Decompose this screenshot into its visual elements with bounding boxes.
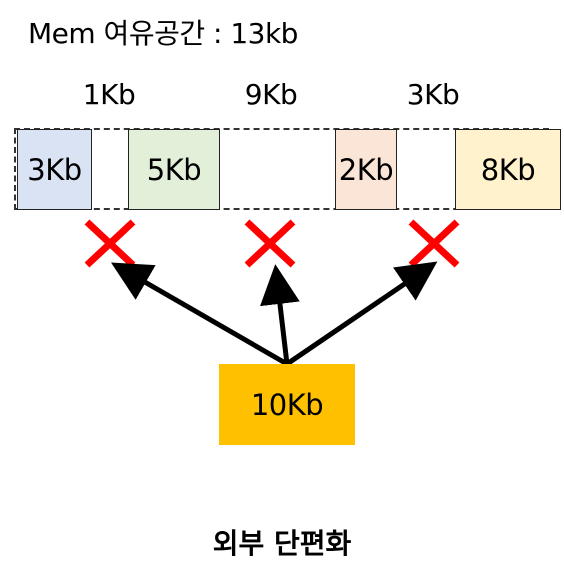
gap-label-2: 9Kb: [244, 78, 298, 111]
arrow-left: [111, 262, 289, 367]
cross-icon: [408, 219, 460, 268]
memory-free-space-title: Mem 여유공간 : 13kb: [28, 17, 298, 50]
request-block-10kb: 10Kb: [219, 364, 355, 445]
memory-block-3kb: 3Kb: [17, 129, 92, 210]
cross-icon: [244, 219, 296, 268]
memory-block-8kb: 8Kb: [455, 129, 561, 210]
memory-block-2kb: 2Kb: [335, 129, 397, 210]
gap-label-3: 3Kb: [406, 78, 460, 111]
arrow-right: [285, 261, 438, 367]
memory-block-5kb: 5Kb: [128, 129, 220, 210]
cross-icon: [84, 219, 136, 268]
gap-label-1: 1Kb: [82, 78, 136, 111]
arrow-middle: [260, 264, 300, 365]
diagram-caption: 외부 단편화: [212, 527, 352, 560]
